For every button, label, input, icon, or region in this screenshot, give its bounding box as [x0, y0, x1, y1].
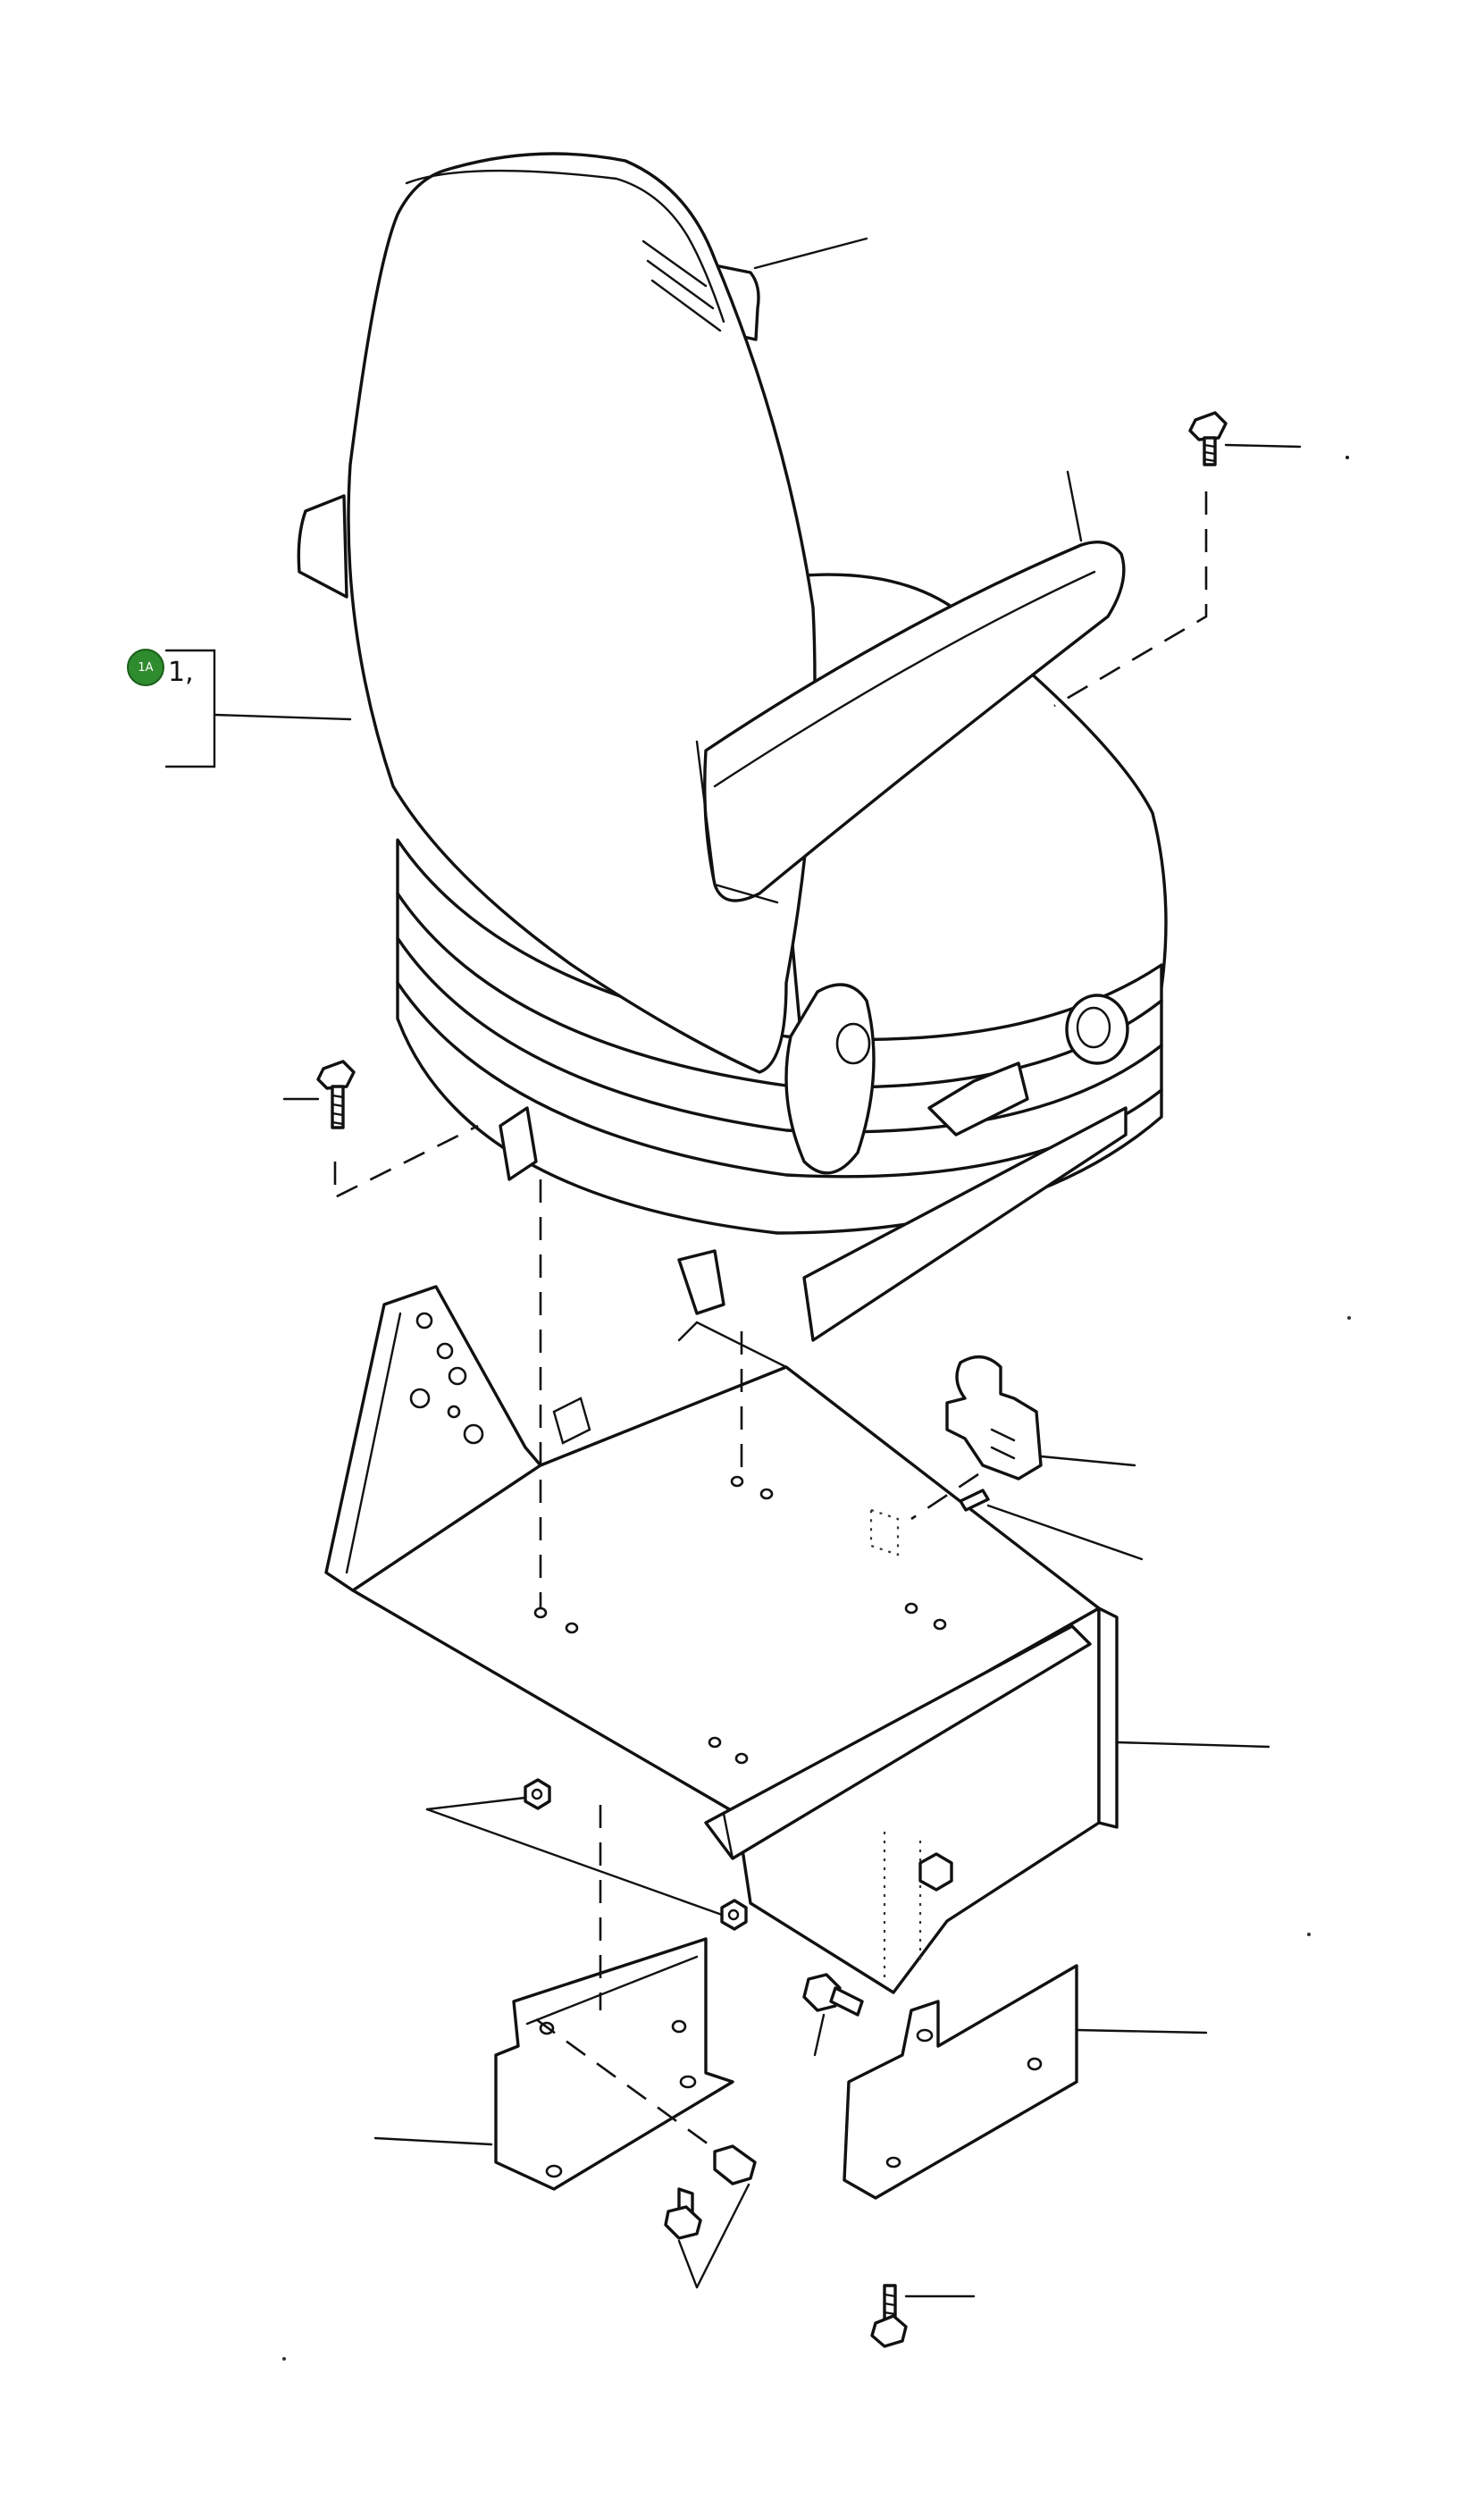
callout-badge-label: 1A	[138, 660, 154, 675]
latch	[945, 1355, 1043, 1512]
alignment-lines	[333, 491, 1208, 2151]
pedestal	[324, 1285, 1119, 1994]
seat	[297, 152, 1168, 1342]
leader-lines	[164, 237, 1302, 2298]
right-bracket	[843, 1964, 1078, 2200]
fasteners	[316, 411, 1228, 2348]
left-bracket	[494, 1937, 734, 2191]
callout-badge-1a[interactable]: 1A	[127, 649, 164, 686]
callout-number: 1,	[168, 657, 194, 688]
